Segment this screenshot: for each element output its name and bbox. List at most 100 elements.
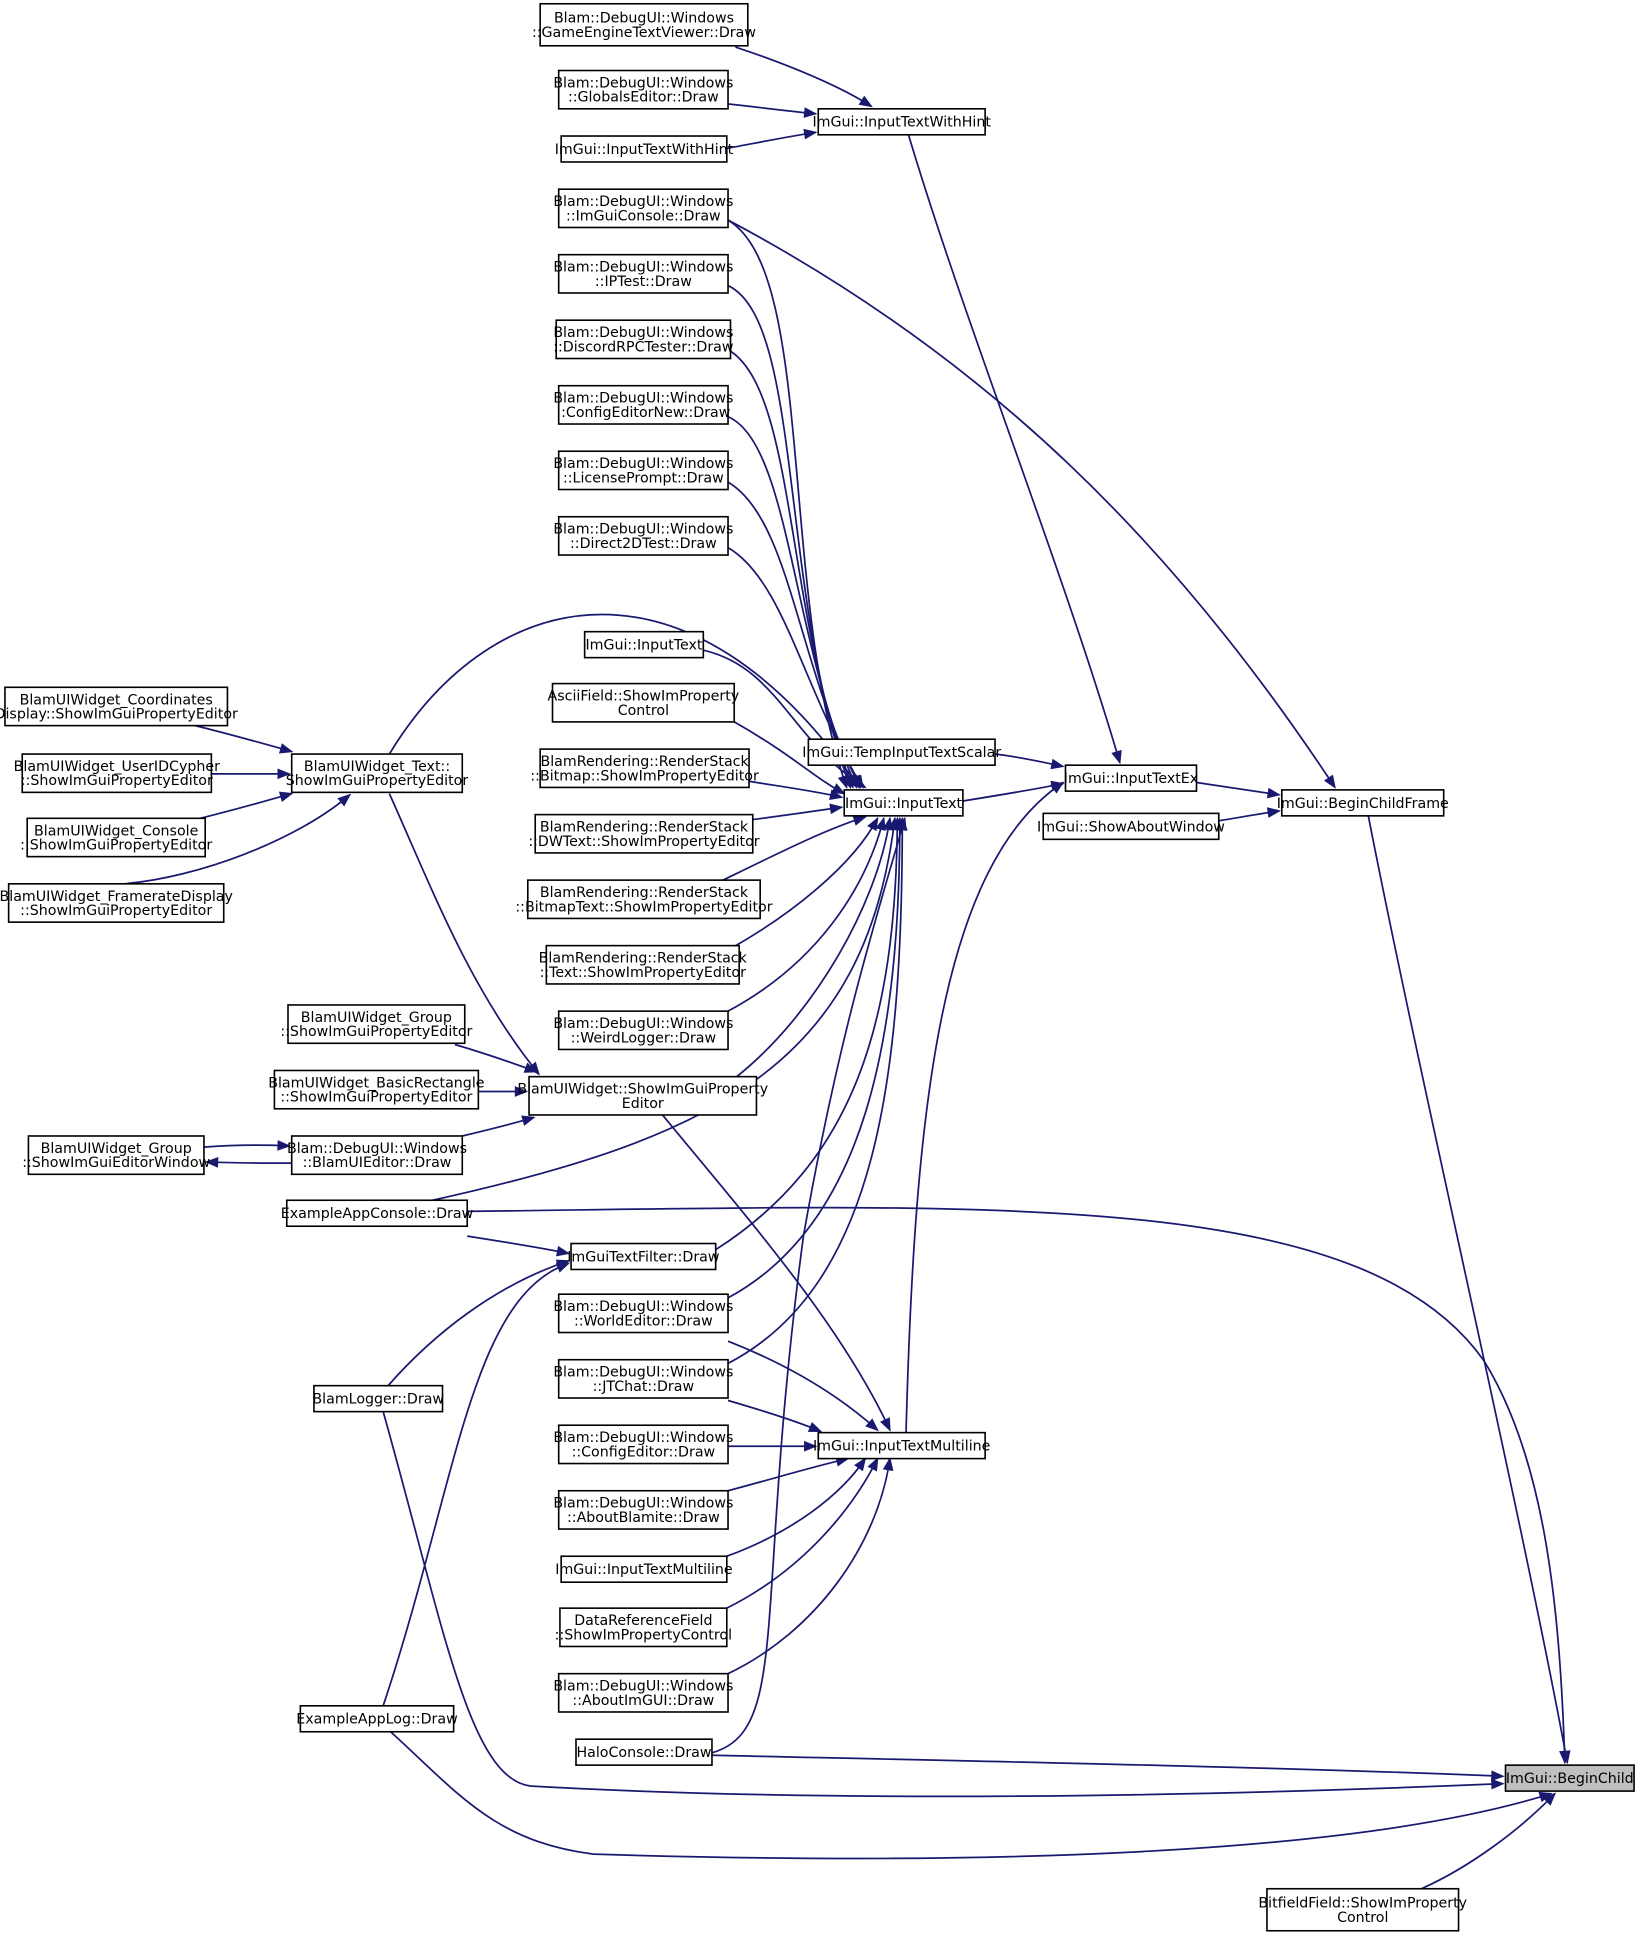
node-label: BlamUIWidget_UserIDCypher — [14, 759, 221, 775]
arrowhead — [854, 1457, 867, 1472]
node-aboutwindow[interactable]: ImGui::ShowAboutWindow — [1037, 812, 1225, 841]
node-inputhintcaller[interactable]: ImGui::InputTextWithHint — [555, 135, 734, 163]
node-label: Blam::DebugUI::Windows — [553, 76, 733, 92]
arrowhead — [880, 1417, 891, 1432]
node-uieditor[interactable]: Blam::DebugUI::Windows::BlamUIEditor::Dr… — [287, 1135, 467, 1176]
edge-rsdw-to-inputtext — [752, 803, 844, 821]
node-tempscalar[interactable]: ImGui::TempInputTextScalar — [802, 738, 1001, 766]
node-label: BlamRendering::RenderStack — [539, 951, 748, 967]
edge-line — [711, 1754, 1504, 1778]
node-aboutimgui[interactable]: Blam::DebugUI::Windows::AboutImGUI::Draw — [553, 1672, 733, 1713]
node-uiwidget[interactable]: BlamUIWidget::ShowImGuiPropertyEditor — [517, 1075, 768, 1116]
node-label: ::DiscordRPCTester::Draw — [553, 339, 734, 355]
edge-line — [727, 818, 901, 1299]
node-inputtext[interactable]: ImGui::InputText — [843, 789, 964, 817]
node-userid[interactable]: BlamUIWidget_UserIDCypher::ShowImGuiProp… — [14, 753, 221, 794]
node-label: ImGui::ShowAboutWindow — [1037, 819, 1225, 835]
edge-line — [454, 1043, 537, 1073]
edge-line — [467, 1235, 569, 1255]
node-appconsole[interactable]: ExampleAppConsole::Draw — [281, 1199, 474, 1228]
edge-line — [203, 1144, 290, 1148]
node-multiline[interactable]: ImGui::InputTextMultiline — [813, 1431, 990, 1460]
node-box — [290, 1135, 464, 1176]
arrowhead — [1542, 1792, 1557, 1806]
node-label: ImGui::InputTextMultiline — [813, 1439, 990, 1455]
node-label: ::ShowImGuiPropertyEditor — [21, 773, 213, 789]
node-rsbitmap[interactable]: BlamRendering::RenderStack::Bitmap::Show… — [530, 748, 759, 789]
node-aboutblamite[interactable]: Blam::DebugUI::Windows::AboutBlamite::Dr… — [553, 1489, 733, 1530]
node-dataref[interactable]: DataReferenceField::ShowImPropertyContro… — [555, 1607, 732, 1648]
edge-line — [728, 817, 879, 951]
node-imguiconsole[interactable]: Blam::DebugUI::Windows::ImGuiConsole::Dr… — [553, 188, 733, 229]
call-edges — [123, 46, 1571, 1890]
edge-line — [711, 818, 906, 1754]
arrowhead — [204, 1157, 219, 1168]
node-label: ::Direct2DTest::Draw — [570, 536, 717, 552]
edge-appconsole-to-textfilter — [467, 1235, 571, 1257]
node-label: Blam::DebugUI::Windows — [553, 194, 733, 210]
node-box — [555, 319, 732, 360]
node-label: Control — [618, 703, 669, 719]
node-box — [285, 1199, 469, 1228]
node-label: HaloConsole::Draw — [576, 1745, 711, 1761]
node-rsdw[interactable]: BlamRendering::RenderStack::DWText::Show… — [528, 813, 760, 854]
node-ascii[interactable]: AsciiField::ShowImPropertyControl — [548, 682, 740, 723]
node-beginchildframe[interactable]: ImGui::BeginChildFrame — [1277, 789, 1449, 817]
arrowhead — [867, 816, 879, 832]
arrowhead — [277, 1140, 291, 1151]
arrowhead — [277, 768, 291, 780]
node-confignew[interactable]: Blam::DebugUI::Windows::ConfigEditorNew:… — [553, 384, 733, 425]
node-gettv[interactable]: Blam::DebugUI::Windows::GameEngineTextVi… — [532, 2, 756, 47]
node-bitfield[interactable]: BitfieldField::ShowImPropertyControl — [1258, 1887, 1467, 1932]
node-configeditor[interactable]: Blam::DebugUI::Windows::ConfigEditor::Dr… — [553, 1424, 733, 1465]
node-weird[interactable]: Blam::DebugUI::Windows::WeirdLogger::Dra… — [553, 1010, 733, 1051]
node-label: ::AboutImGUI::Draw — [572, 1693, 714, 1709]
node-box — [26, 817, 206, 858]
node-box — [575, 1738, 713, 1766]
edge-line — [726, 131, 816, 150]
node-label: ::IPTest::Draw — [595, 274, 692, 290]
node-box — [1504, 1764, 1635, 1792]
node-world[interactable]: Blam::DebugUI::Windows::WorldEditor::Dra… — [553, 1293, 733, 1334]
node-label: ::ShowImGuiEditorWindow — [22, 1155, 210, 1171]
node-multicaller[interactable]: ImGui::InputTextMultiline — [555, 1555, 733, 1584]
node-label: ::AboutBlamite::Draw — [567, 1510, 720, 1526]
node-rsbmtext[interactable]: BlamRendering::RenderStack::BitmapText::… — [515, 879, 773, 920]
node-label: ::JTChat::Draw — [593, 1379, 695, 1395]
node-textfilter[interactable]: ImGuiTextFilter::Draw — [567, 1242, 720, 1271]
node-d2d[interactable]: Blam::DebugUI::Windows::Direct2DTest::Dr… — [553, 515, 733, 556]
edge-line — [727, 1457, 849, 1492]
node-rstext[interactable]: BlamRendering::RenderStack::Text::ShowIm… — [539, 944, 748, 985]
arrowhead — [555, 1262, 571, 1273]
node-discord[interactable]: Blam::DebugUI::Windows::DiscordRPCTester… — [553, 319, 734, 360]
node-textw[interactable]: BlamUIWidget_Text::ShowImGuiPropertyEdit… — [286, 753, 469, 794]
edge-bitfield-to-beginchild — [1421, 1792, 1557, 1890]
node-label: Blam::DebugUI::Windows — [553, 1299, 733, 1315]
node-box — [7, 883, 225, 923]
node-console[interactable]: BlamUIWidget_Console::ShowImGuiPropertyE… — [20, 817, 212, 858]
node-coords[interactable]: BlamUIWidget_CoordinatesDisplay::ShowImG… — [0, 686, 238, 727]
node-groupwin[interactable]: BlamUIWidget_Group::ShowImGuiEditorWindo… — [22, 1135, 211, 1176]
node-inputtextcaller[interactable]: ImGui::InputText — [583, 630, 705, 659]
node-haloconsole[interactable]: HaloConsole::Draw — [575, 1738, 713, 1766]
node-iptest[interactable]: Blam::DebugUI::Windows::IPTest::Draw — [553, 253, 733, 294]
node-applog[interactable]: ExampleAppLog::Draw — [296, 1704, 458, 1733]
node-globals[interactable]: Blam::DebugUI::Windows::GlobalsEditor::D… — [553, 69, 733, 110]
node-beginchild[interactable]: ImGui::BeginChild — [1504, 1764, 1635, 1792]
node-inputtexthint[interactable]: ImGui::InputTextWithHint — [812, 108, 991, 136]
node-basicrect[interactable]: BlamUIWidget_BasicRectangle::ShowImGuiPr… — [268, 1069, 485, 1110]
edge-line — [195, 724, 292, 753]
node-license[interactable]: Blam::DebugUI::Windows::LicensePrompt::D… — [553, 450, 733, 491]
node-inputtextex[interactable]: ImGui::InputTextEx — [1064, 764, 1198, 792]
node-box — [560, 135, 728, 163]
edge-groupwin-to-uieditor — [203, 1140, 291, 1151]
node-groupprop[interactable]: BlamUIWidget_Group::ShowImGuiPropertyEdi… — [280, 1004, 473, 1045]
node-label: ImGui::BeginChildFrame — [1277, 796, 1449, 812]
node-jtchat[interactable]: Blam::DebugUI::Windows::JTChat::Draw — [553, 1358, 733, 1399]
node-label: ImGuiTextFilter::Draw — [567, 1249, 720, 1265]
edge-line — [661, 1114, 891, 1431]
node-blamlogger[interactable]: BlamLogger::Draw — [312, 1384, 444, 1413]
edge-line — [1196, 781, 1280, 796]
node-framerate[interactable]: BlamUIWidget_FramerateDisplay::ShowImGui… — [0, 883, 233, 923]
